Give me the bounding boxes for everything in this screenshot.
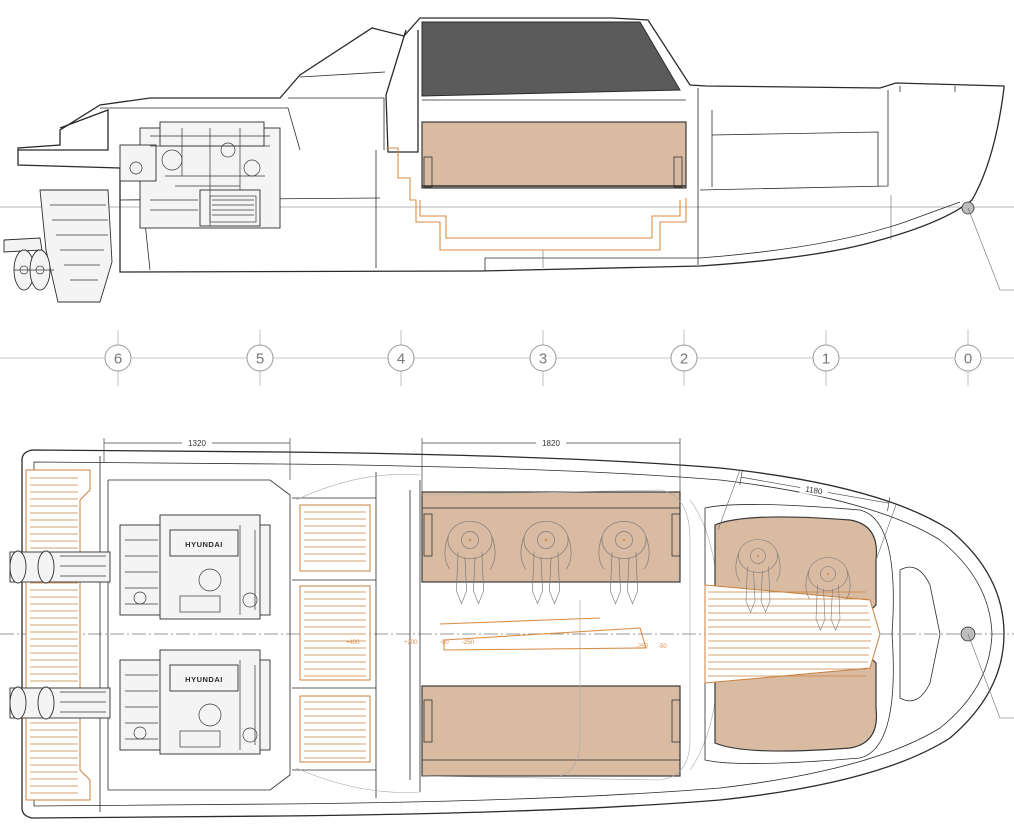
seat-bracket [673, 156, 683, 188]
floor-line [439, 617, 601, 625]
seat-bracket [423, 699, 433, 743]
dimension-cockpit: 1820 [421, 437, 681, 492]
seated-person [735, 539, 781, 614]
teak-hatches [292, 497, 376, 771]
station-marker [670, 344, 698, 372]
sterndrive [3, 189, 113, 303]
cockpit-seat-starboard [421, 491, 681, 583]
leader-line [967, 207, 1014, 291]
station-marker [104, 344, 132, 372]
dim-1180: 1180 [805, 485, 824, 497]
dimension-engine-bay: 1320 [103, 437, 291, 480]
seat-bracket [423, 513, 433, 557]
level-mark: -250 [636, 644, 649, 650]
sterndrive-plan-bottom [9, 686, 111, 720]
cockpit-passengers [444, 520, 650, 605]
seat-bracket [671, 513, 681, 557]
engine-bay-outline [108, 479, 291, 791]
ghost-coaming [295, 474, 421, 793]
plan-view: 1320 HYUNDAI HYUNDAI [0, 437, 1014, 819]
propeller [13, 249, 54, 291]
hatch-frame [292, 497, 376, 771]
station-label: 4 [397, 351, 405, 368]
cabin-outline-inner [419, 200, 681, 239]
station-label: 0 [964, 351, 972, 368]
bow-coaming [699, 90, 889, 191]
station-label: 2 [680, 351, 688, 368]
windshield-frame [385, 29, 419, 153]
cleats [899, 86, 956, 92]
station-marker [954, 344, 982, 372]
windscreen-line [299, 71, 386, 78]
engine-profile [119, 121, 281, 229]
gunwale-inner [33, 461, 993, 807]
station-marker [529, 344, 557, 372]
seat-backs [422, 507, 680, 761]
station-label: 3 [539, 351, 547, 368]
level-mark: -50 [658, 644, 667, 650]
station-label: 6 [114, 351, 122, 368]
hull-plan [21, 449, 1005, 819]
cockpit-bulkheads [375, 472, 421, 798]
station-marker [812, 344, 840, 372]
dim-1320: 1320 [188, 439, 206, 448]
level-mark: +400 [346, 640, 360, 646]
swim-platform [18, 109, 109, 151]
hardtop-outline [419, 489, 691, 781]
transom-bulkhead [99, 456, 109, 812]
seat-bracket [423, 156, 433, 188]
bow-seating [704, 504, 894, 764]
leader-line-plan [967, 633, 1014, 719]
level-mark: -50 [440, 640, 449, 646]
table-outline [559, 600, 581, 777]
seat-bracket [671, 699, 681, 743]
dim-extensions [717, 469, 897, 561]
level-mark: -250 [462, 640, 475, 646]
bow-seat-back [711, 131, 879, 186]
dim-1820: 1820 [542, 439, 560, 448]
cabin-outline-outer [386, 147, 687, 251]
hull-profile [17, 17, 1005, 273]
cockpit-seat-profile [421, 121, 687, 189]
station-grid: 6 5 4 3 2 1 0 [0, 330, 1014, 386]
dimension-bow-seat: 1180 [739, 471, 891, 512]
station-marker [246, 344, 274, 372]
hardtop-glass [421, 21, 681, 97]
seated-person [598, 520, 650, 605]
engine-brand-bottom: HYUNDAI [185, 675, 223, 684]
level-mark: +200 [404, 640, 418, 646]
profile-view [0, 17, 1014, 303]
engine-plan-top: HYUNDAI [119, 514, 271, 620]
chine-line [484, 201, 961, 271]
swim-platform-teak [25, 469, 91, 801]
station-label: 5 [256, 351, 264, 368]
side-window [288, 97, 385, 150]
engine-plan-bottom: HYUNDAI [119, 649, 271, 755]
seated-person [444, 520, 496, 605]
station-marker [387, 344, 415, 372]
floor-wedge [443, 627, 647, 651]
engine-brand-top: HYUNDAI [185, 540, 223, 549]
anchor-locker [899, 566, 941, 702]
hatch-line [100, 107, 301, 151]
level-marks: +400+200-50-250-250-50+150 [346, 640, 722, 650]
sterndrive-plan-top [9, 550, 111, 584]
cockpit-seat-port [421, 685, 681, 777]
seated-person [520, 520, 572, 605]
station-label: 1 [822, 351, 830, 368]
